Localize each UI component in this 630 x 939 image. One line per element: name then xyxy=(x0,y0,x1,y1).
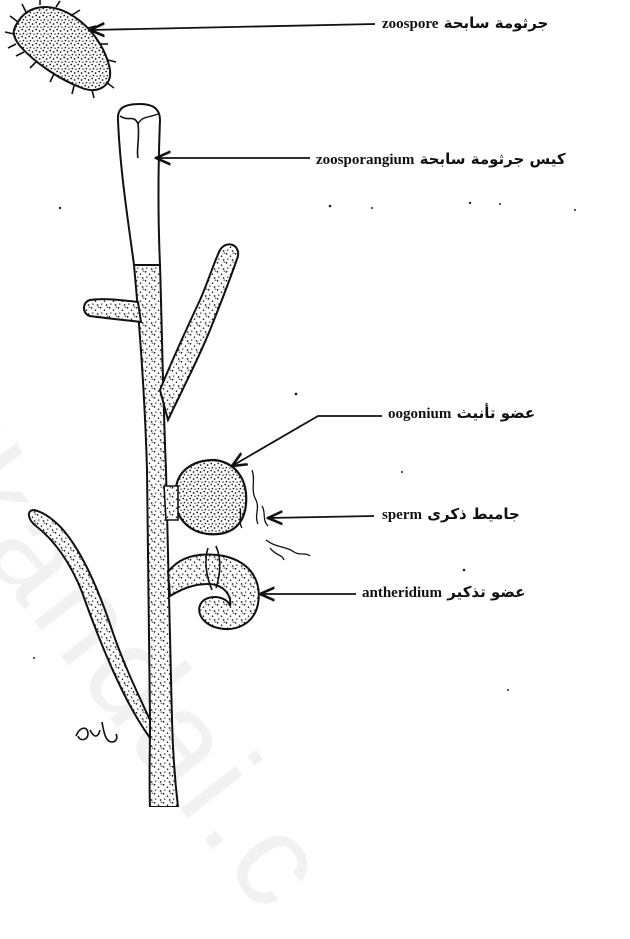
antheridium-shape xyxy=(168,546,259,629)
scan-specks xyxy=(33,202,576,691)
label-zoosporangium: zoosporangium كيس جرثومة سابحة xyxy=(316,150,566,169)
zoosporangium-shape xyxy=(118,104,160,265)
label-oogonium-en: oogonium xyxy=(388,406,451,422)
label-oogonium: oogonium عضو تأنيث xyxy=(388,404,535,423)
label-antheridium: antheridium عضو تذكير xyxy=(362,583,525,602)
label-sperm-ar: جاميط ذكرى xyxy=(427,505,520,523)
label-antheridium-ar: عضو تذكير xyxy=(447,583,525,601)
label-oogonium-ar: عضو تأنيث xyxy=(457,404,536,422)
hypha-branch-left xyxy=(29,510,150,738)
label-sperm: sperm جاميط ذكرى xyxy=(382,505,520,524)
label-antheridium-en: antheridium xyxy=(362,585,442,601)
sperm-shapes xyxy=(240,470,310,560)
label-zoospore-ar: جرثومة سابحة xyxy=(444,14,549,32)
illustration xyxy=(0,0,630,807)
hypha-branch-right xyxy=(160,244,238,420)
oogonium-shape xyxy=(164,460,246,534)
label-zoospore-en: zoospore xyxy=(382,16,438,32)
label-zoosporangium-ar: كيس جرثومة سابحة xyxy=(420,150,566,168)
zoospore-shape xyxy=(5,0,116,98)
label-sperm-en: sperm xyxy=(382,507,422,523)
hypha-stub-left xyxy=(84,299,141,322)
diagram-canvas: eikandai.c xyxy=(0,0,630,807)
label-zoosporangium-en: zoosporangium xyxy=(316,152,414,168)
label-zoospore: zoospore جرثومة سابحة xyxy=(382,14,548,33)
illustrator-signature xyxy=(72,712,122,752)
